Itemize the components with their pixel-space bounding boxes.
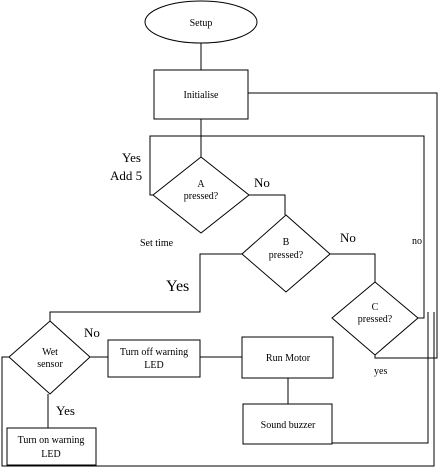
label-a-no: No bbox=[254, 175, 270, 190]
connectors bbox=[1, 43, 438, 467]
label-b-no: No bbox=[340, 230, 356, 245]
a-pressed-line2: pressed? bbox=[184, 191, 219, 202]
label-b-yes: Yes bbox=[166, 278, 189, 295]
process-shape bbox=[6, 427, 97, 466]
node-setup: Setup bbox=[144, 0, 258, 44]
edge-c-no-loop bbox=[201, 135, 425, 319]
wet-sensor-line2: sensor bbox=[37, 359, 63, 370]
label-c-no: no bbox=[412, 236, 422, 247]
b-pressed-line2: pressed? bbox=[269, 250, 304, 261]
process-shape bbox=[241, 336, 334, 379]
setup-label: Setup bbox=[190, 18, 213, 29]
decision-shape bbox=[8, 320, 91, 395]
edge-bottom-loop bbox=[1, 312, 435, 467]
sound-buzzer-label: Sound buzzer bbox=[261, 420, 316, 431]
label-set-time: Set time bbox=[140, 238, 174, 249]
decision-shape bbox=[241, 214, 331, 293]
edge-b-no-c bbox=[330, 253, 376, 282]
node-sound-buzzer: Sound buzzer bbox=[242, 403, 333, 445]
decision-shape bbox=[152, 156, 250, 234]
decision-shape bbox=[331, 281, 419, 356]
label-wet-no: No bbox=[84, 325, 100, 340]
edge-a-yes-loop bbox=[149, 135, 201, 196]
node-a-pressed: A pressed? bbox=[152, 156, 250, 234]
turn-off-led-line2: LED bbox=[144, 360, 163, 371]
node-c-pressed: C pressed? bbox=[331, 281, 419, 356]
edge-b-yes-wet bbox=[49, 253, 242, 321]
label-a-add: Add 5 bbox=[110, 168, 142, 183]
node-run-motor: Run Motor bbox=[241, 336, 334, 379]
c-pressed-line1: C bbox=[372, 302, 379, 313]
node-turn-off-led: Turn off warning LED bbox=[107, 339, 201, 378]
wet-sensor-line1: Wet bbox=[42, 347, 58, 358]
process-shape bbox=[107, 339, 201, 378]
turn-on-led-line2: LED bbox=[41, 449, 60, 460]
a-pressed-line1: A bbox=[197, 179, 205, 190]
c-pressed-line2: pressed? bbox=[358, 314, 393, 325]
process-shape bbox=[153, 69, 249, 120]
node-b-pressed: B pressed? bbox=[241, 214, 331, 293]
edge-c-yes-initialise bbox=[248, 92, 438, 359]
terminator-shape bbox=[144, 0, 258, 44]
node-wet-sensor: Wet sensor bbox=[8, 320, 91, 395]
turn-on-led-line1: Turn on warning bbox=[18, 435, 85, 446]
run-motor-label: Run Motor bbox=[266, 353, 311, 364]
edge-a-no-b bbox=[249, 194, 286, 215]
node-turn-on-led: Turn on warning LED bbox=[6, 427, 97, 466]
initialise-label: Initialise bbox=[184, 90, 220, 101]
label-a-yes: Yes bbox=[122, 150, 141, 165]
turn-off-led-line1: Turn off warning bbox=[120, 347, 188, 358]
label-wet-yes: Yes bbox=[56, 403, 75, 418]
edge-labels: Yes Add 5 No Set time No Yes no yes No Y… bbox=[56, 150, 422, 418]
edge-buzzer-return bbox=[332, 312, 429, 444]
label-c-yes: yes bbox=[374, 366, 387, 377]
process-shape bbox=[242, 403, 333, 445]
node-initialise: Initialise bbox=[153, 69, 249, 120]
b-pressed-line1: B bbox=[283, 237, 290, 248]
